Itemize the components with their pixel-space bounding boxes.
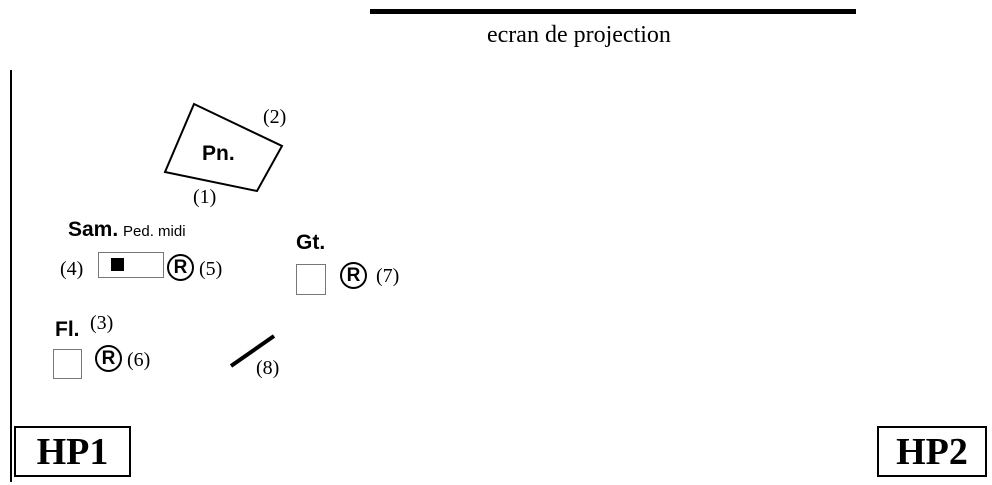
flute-label: Fl. [55, 318, 80, 341]
pedal-midi-label: Ped. midi [123, 223, 186, 240]
piano-number-top: (2) [263, 106, 287, 128]
midi-pedal-box [98, 252, 164, 278]
pedal-indicator [111, 258, 124, 271]
speaker-right-hp2: HP2 [877, 426, 987, 477]
flute-number-top: (3) [90, 312, 114, 334]
projection-screen-label: ecran de projection [487, 22, 671, 48]
guitar-number: (7) [376, 265, 400, 287]
guitar-label: Gt. [296, 231, 326, 254]
sampler-label: Sam. [68, 218, 119, 241]
music-stand-number: (8) [256, 357, 280, 379]
piano-label: Pn. [202, 142, 235, 165]
left-wall-line [10, 70, 12, 482]
guitar-box [296, 264, 326, 295]
projection-screen [370, 9, 856, 14]
sampler-record-icon: R [167, 254, 194, 281]
piano-shape [163, 102, 284, 193]
sampler-number-right: (5) [199, 258, 223, 280]
piano-number-bottom: (1) [193, 186, 217, 208]
flute-record-icon: R [95, 345, 122, 372]
music-stand-line [229, 334, 276, 368]
speaker-left-hp1: HP1 [14, 426, 131, 477]
flute-number-right: (6) [127, 349, 151, 371]
sampler-number-left: (4) [60, 258, 84, 280]
guitar-record-icon: R [340, 262, 367, 289]
flute-box [53, 349, 82, 379]
